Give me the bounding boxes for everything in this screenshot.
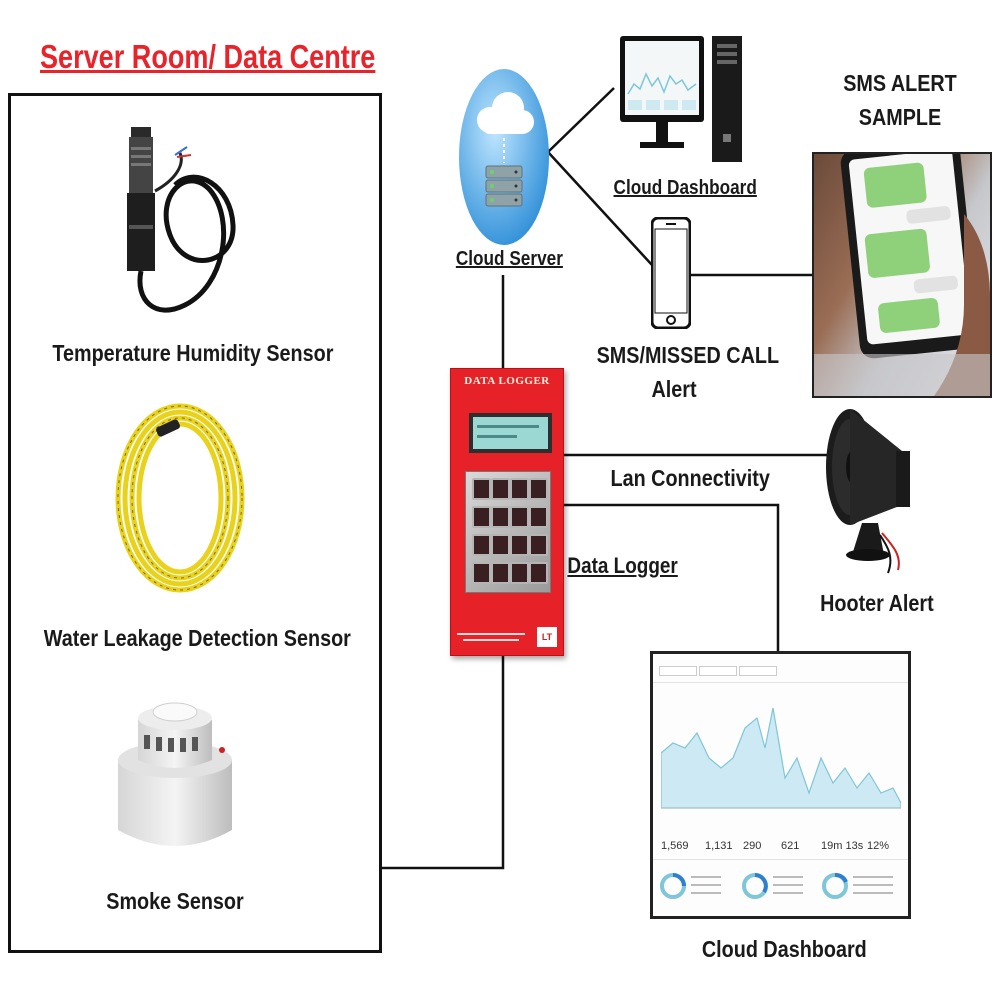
cloud-dashboard-top-label: Cloud Dashboard bbox=[613, 177, 757, 199]
cloud-server-label: Cloud Server bbox=[455, 248, 563, 270]
manufacturer-logo: LT bbox=[537, 627, 557, 647]
line-logger-to-room bbox=[379, 654, 505, 870]
keypad-key bbox=[491, 534, 510, 556]
temperature-humidity-sensor-label: Temperature Humidity Sensor bbox=[52, 340, 334, 366]
hooter-alert-label: Hooter Alert bbox=[820, 590, 934, 616]
dashboard-tab bbox=[739, 666, 777, 676]
dashboard-divider bbox=[653, 859, 908, 860]
dashboard-area-chart bbox=[661, 707, 901, 809]
keypad-key bbox=[491, 562, 510, 584]
line-logger-to-dashboard bbox=[562, 503, 780, 651]
line-server-to-phone bbox=[547, 151, 653, 266]
mobile-phone-icon bbox=[651, 217, 691, 329]
water-leakage-sensor-image bbox=[115, 403, 245, 593]
sms-alert-sample-label: SMS ALERT SAMPLE bbox=[843, 70, 957, 130]
water-leakage-sensor-label: Water Leakage Detection Sensor bbox=[43, 625, 351, 651]
keypad-key bbox=[529, 506, 548, 528]
cloud-dashboard-bottom-label: Cloud Dashboard bbox=[701, 936, 867, 962]
keypad-key bbox=[491, 506, 510, 528]
sms-missed-call-alert-label: SMS/MISSED CALL Alert bbox=[596, 342, 780, 402]
sms-alert-photo bbox=[812, 152, 992, 398]
dashboard-stat-value: 290 bbox=[743, 840, 762, 852]
cloud-dashboard-screenshot: 1,569 1,131 290 621 19m 13s 12% bbox=[650, 651, 911, 919]
data-logger-label: Data Logger bbox=[567, 553, 678, 578]
temperature-humidity-sensor-image bbox=[127, 127, 236, 313]
keypad-key bbox=[472, 534, 491, 556]
line-server-to-desktop bbox=[547, 87, 615, 153]
device-fine-print bbox=[457, 633, 525, 641]
keypad-key bbox=[529, 534, 548, 556]
phone-with-sms-image bbox=[814, 154, 990, 396]
lcd-display bbox=[469, 413, 552, 453]
keypad-key bbox=[510, 478, 529, 500]
keypad-key bbox=[472, 506, 491, 528]
dashboard-stat-value: 1,569 bbox=[661, 840, 689, 852]
smoke-sensor-image bbox=[118, 702, 232, 846]
keypad bbox=[465, 471, 551, 593]
keypad-key bbox=[472, 562, 491, 584]
data-logger-device: DATA LOGGER LT bbox=[450, 368, 564, 656]
data-logger-device-title: DATA LOGGER bbox=[464, 375, 550, 387]
keypad-key bbox=[529, 478, 548, 500]
dashboard-divider bbox=[653, 682, 908, 683]
lan-connectivity-label: Lan Connectivity bbox=[610, 465, 770, 491]
dashboard-tab bbox=[659, 666, 697, 676]
keypad-key bbox=[529, 562, 548, 584]
dashboard-stat-value: 19m 13s bbox=[821, 840, 864, 852]
page-title: Server Room/ Data Centre bbox=[40, 38, 376, 75]
keypad-key bbox=[510, 506, 529, 528]
keypad-key bbox=[491, 478, 510, 500]
desktop-computer-icon bbox=[620, 36, 742, 162]
dashboard-stat-value: 12% bbox=[867, 840, 890, 852]
cloud-server-icon bbox=[459, 69, 549, 245]
dashboard-tab bbox=[699, 666, 737, 676]
keypad-key bbox=[510, 534, 529, 556]
dashboard-stat-value: 1,131 bbox=[705, 840, 733, 852]
dashboard-donut-charts bbox=[660, 873, 893, 899]
smoke-sensor-label: Smoke Sensor bbox=[106, 888, 244, 914]
server-room-box bbox=[8, 93, 382, 953]
dashboard-stat-value: 621 bbox=[781, 840, 800, 852]
keypad-key bbox=[472, 478, 491, 500]
hooter-siren-icon bbox=[826, 409, 910, 574]
keypad-key bbox=[510, 562, 529, 584]
